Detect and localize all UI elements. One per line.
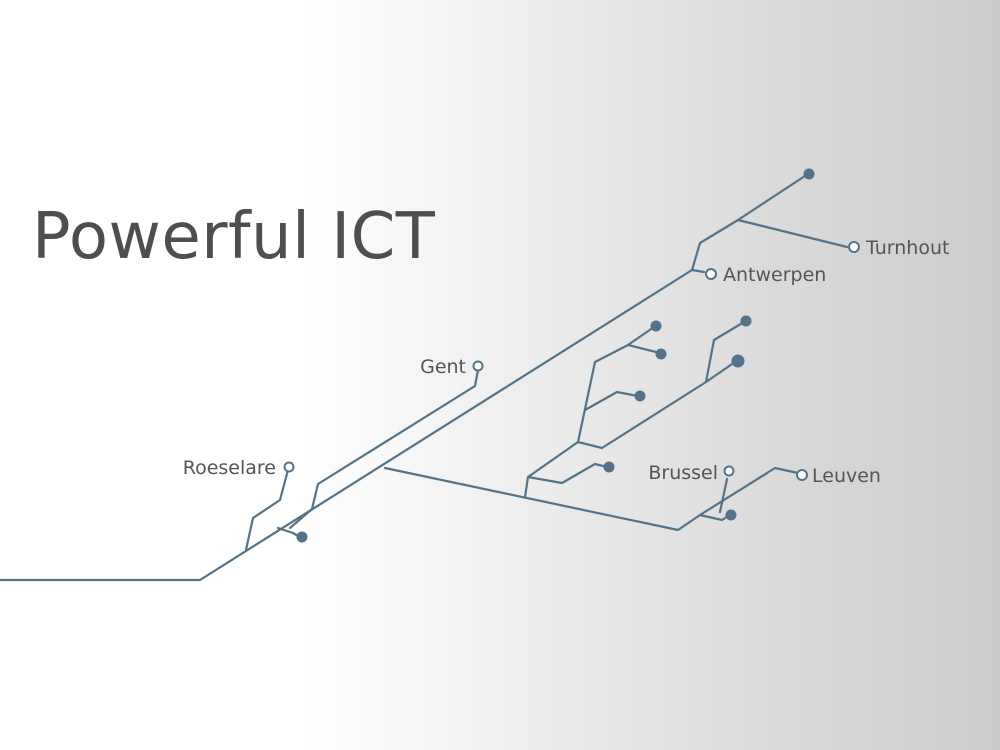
- station-roeselare: [283, 461, 295, 473]
- node-dot: [803, 168, 815, 180]
- station-turnhout: [848, 241, 860, 253]
- station-brussel: [723, 465, 735, 477]
- node-dot: [296, 531, 308, 543]
- label-gent: Gent: [420, 356, 466, 378]
- node-dot: [731, 354, 745, 368]
- trunk-line: [0, 268, 706, 582]
- node-dot: [603, 461, 615, 473]
- branch-roeselare: [244, 468, 290, 552]
- cluster-stub-b: [583, 390, 640, 412]
- node-dot: [740, 315, 752, 327]
- node-dot: [650, 320, 662, 332]
- cluster-stub-c: [526, 462, 609, 485]
- station-rings: [283, 241, 860, 481]
- branch-brussel-end: [718, 477, 729, 514]
- cluster-trunk: [523, 325, 656, 499]
- label-roeselare: Roeselare: [183, 457, 276, 479]
- station-leuven: [796, 469, 808, 481]
- branch-gent: [288, 368, 480, 530]
- node-dot: [655, 348, 667, 360]
- branch-turnhout: [690, 172, 810, 272]
- city-labels: Roeselare Gent Antwerpen Turnhout Brusse…: [183, 237, 950, 487]
- endpoint-dots: [296, 168, 815, 543]
- branch-turnhout-end: [736, 218, 849, 249]
- headline: Powerful ICT: [32, 200, 436, 274]
- cluster-stub-a: [626, 343, 662, 355]
- node-dot: [725, 509, 737, 521]
- cluster-right: [576, 360, 737, 450]
- branch-brussel: [383, 466, 800, 532]
- label-antwerpen: Antwerpen: [723, 264, 826, 286]
- node-dot: [634, 390, 646, 402]
- station-antwerpen: [705, 268, 717, 280]
- station-gent: [472, 360, 484, 372]
- branch-brussel-stub: [698, 513, 732, 522]
- cluster-right-up: [704, 320, 746, 384]
- label-brussel: Brussel: [648, 462, 718, 484]
- network-lines: [0, 172, 849, 582]
- label-turnhout: Turnhout: [865, 237, 949, 259]
- label-leuven: Leuven: [812, 465, 881, 487]
